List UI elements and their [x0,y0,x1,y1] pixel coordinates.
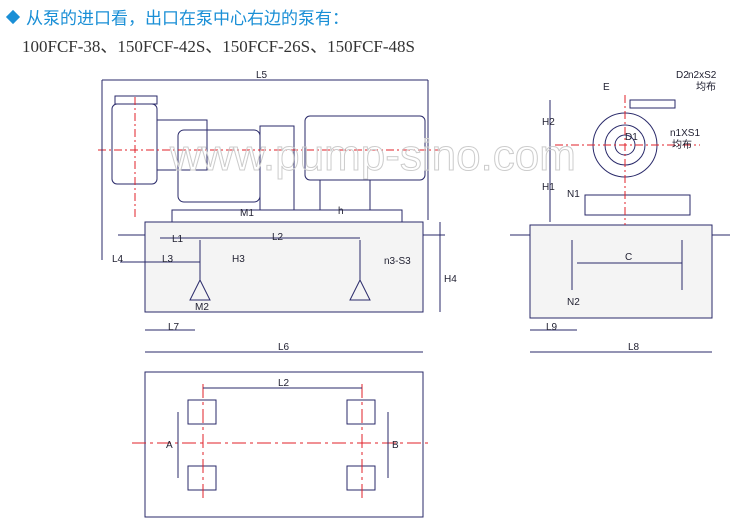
dim-n3-S3: n3-S3 [384,256,411,267]
watermark: www.pump-sino.com [169,131,576,180]
dim-C: C [625,252,632,263]
baseplate [171,209,403,223]
dim-L8: L8 [628,342,640,353]
dim-H1: H1 [542,182,555,193]
foundation [144,221,424,313]
dim-D2: D2 [676,70,689,81]
side-view [98,79,445,353]
dim-n1XS1: n1XS1 [670,128,700,139]
dim-H4: H4 [444,274,457,285]
note-evenly-1: 均布 [696,81,716,93]
dim-L4: L4 [112,254,124,265]
dim-A: A [166,440,173,451]
dim-H2: H2 [542,117,555,128]
dim-L3: L3 [162,254,174,265]
end-view [510,95,730,353]
dim-D1: D1 [625,132,638,143]
dim-n2xS2: n2xS2 [688,70,717,81]
dim-H3: H3 [232,254,245,265]
dim-E: E [603,82,610,93]
dim-B: B [392,440,399,451]
dim-M2: M2 [195,302,209,313]
dim-L1: L1 [172,234,184,245]
section-heading: 从泵的进口看，出口在泵中心右边的泵有： [4,4,349,29]
dim-N1: N1 [567,189,580,200]
anchor-bolt-left [189,240,211,301]
dim-L5: L5 [256,70,268,81]
dim-L2: L2 [272,232,284,243]
dim-N2: N2 [567,297,580,308]
note-evenly-2: 均布 [672,139,692,151]
dim-L7: L7 [168,322,180,333]
dim-M1: M1 [240,208,254,219]
dim-L2-plan: L2 [278,378,290,389]
model-list: 100FCF-38、150FCF-42S、150FCF-26S、150FCF-4… [22,37,416,56]
plan-view [132,371,430,518]
anchor-bolt-right [349,240,371,301]
dim-h: h [338,206,344,217]
dim-L6: L6 [278,342,290,353]
dim-L9: L9 [546,322,558,333]
heading-text: 从泵的进口看，出口在泵中心右边的泵有： [26,9,349,28]
